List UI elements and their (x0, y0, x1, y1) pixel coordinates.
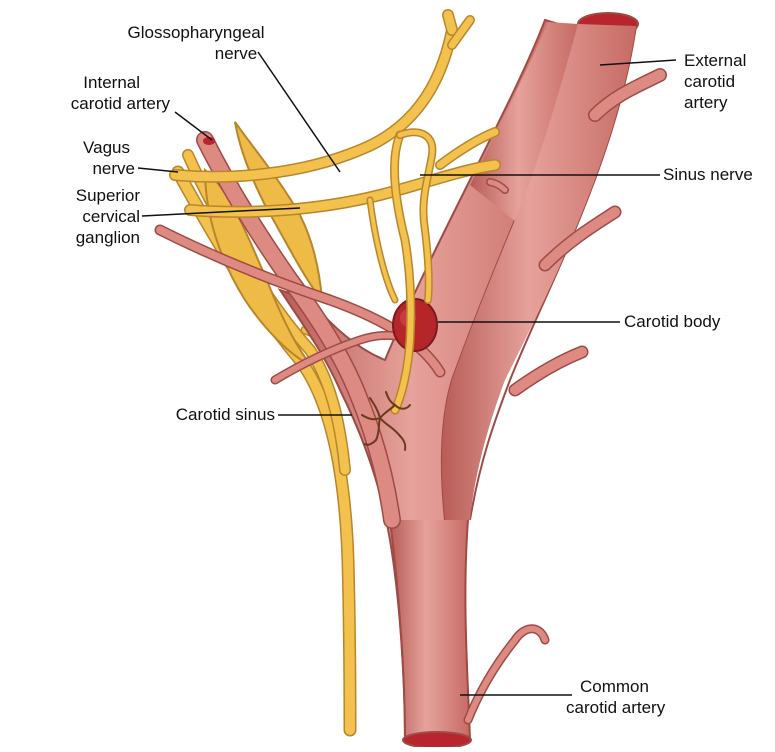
label-line: Common (566, 676, 716, 697)
label-line: carotid artery (566, 697, 716, 718)
label-common-carotid-artery: Common carotid artery (566, 676, 716, 718)
label-line: artery (684, 92, 774, 113)
label-line: carotid (684, 71, 774, 92)
label-glossopharyngeal-nerve: Glossopharyngeal nerve (96, 22, 296, 64)
label-vagus-nerve: Vagus nerve (0, 137, 135, 179)
label-line: cervical (0, 206, 140, 227)
common-carotid-artery (280, 13, 638, 747)
label-line: nerve (96, 43, 296, 64)
leader-glossopharyngeal (258, 52, 340, 172)
leader-internal-carotid (175, 112, 212, 140)
label-superior-cervical-ganglion: Superior cervical ganglion (0, 185, 140, 248)
label-external-carotid-artery: External carotid artery (684, 50, 774, 113)
label-sinus-nerve: Sinus nerve (663, 164, 753, 185)
label-line: Superior (0, 185, 140, 206)
label-line: Vagus (0, 137, 135, 158)
label-internal-carotid-artery: Internal carotid artery (0, 72, 170, 114)
label-line: carotid artery (0, 93, 170, 114)
label-line: Internal (0, 72, 170, 93)
label-line: Glossopharyngeal (96, 22, 296, 43)
label-line: External (684, 50, 774, 71)
common-carotid-lumen (403, 732, 471, 747)
label-carotid-body: Carotid body (624, 311, 720, 332)
label-line: ganglion (0, 227, 140, 248)
label-line: nerve (0, 158, 135, 179)
label-carotid-sinus: Carotid sinus (100, 404, 275, 425)
